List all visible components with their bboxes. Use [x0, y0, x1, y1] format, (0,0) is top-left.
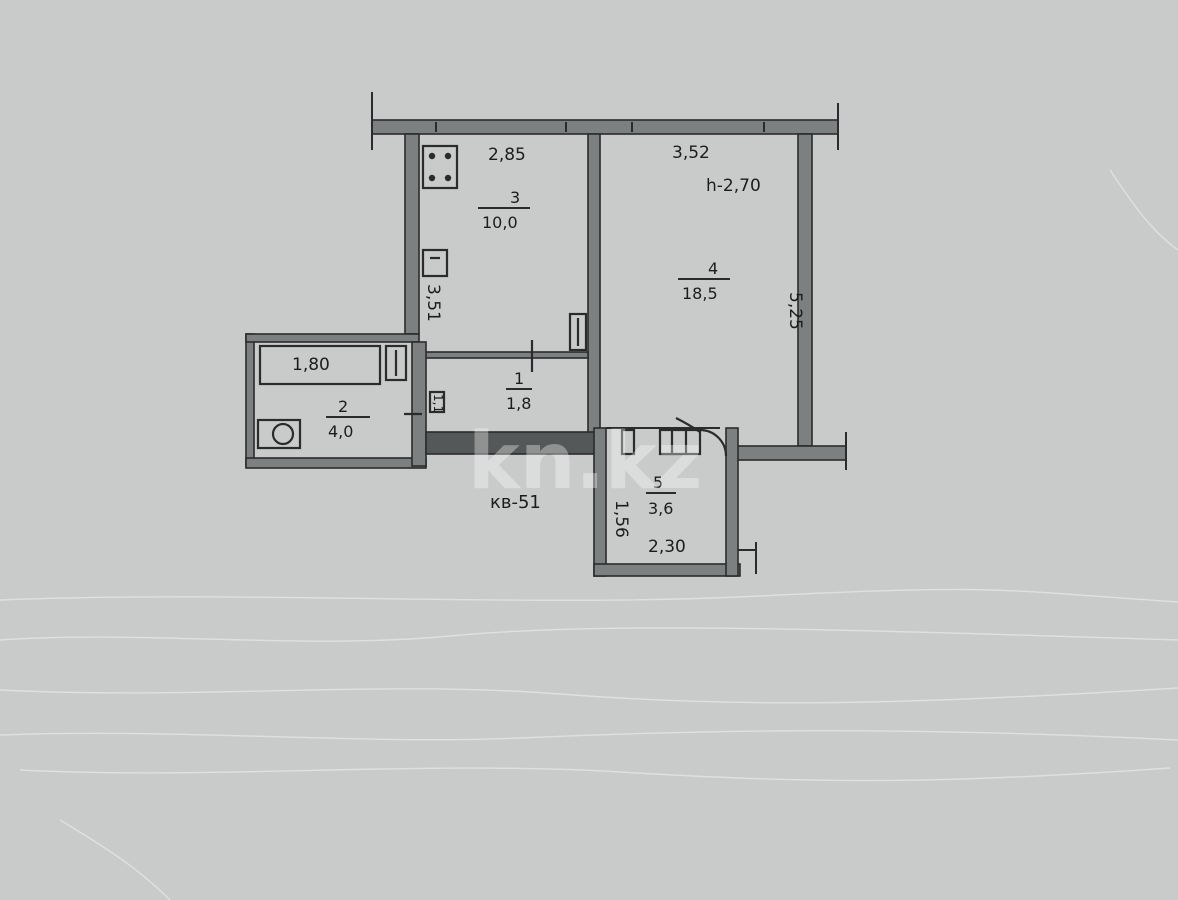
bath-hall-wall — [411, 341, 427, 467]
washbasin-icon — [271, 422, 295, 446]
burner-icon — [428, 152, 436, 160]
balcony-right-wall — [725, 427, 739, 577]
room-2-area: 4,0 — [328, 422, 353, 441]
toilet-width-label: 1,1 — [431, 394, 445, 413]
door-leaf-icon — [620, 428, 636, 456]
burner-icon — [444, 174, 452, 182]
bath-top-wall — [245, 333, 420, 343]
room-labels: 3 10,0 4 18,5 1 1,8 2 4,0 5 3,6 кв-51 — [326, 188, 730, 518]
room-bottom-wall — [735, 445, 847, 461]
paper-creases — [0, 169, 1178, 900]
watermark-logo: kn.kz — [468, 417, 702, 507]
room-right-wall — [797, 133, 813, 447]
burner-icon — [444, 152, 452, 160]
stove-icon — [421, 144, 459, 190]
room-length-label: 5,25 — [785, 292, 805, 330]
room-5-number: 5 — [653, 473, 663, 492]
balcony-door-icon — [658, 428, 702, 456]
walls — [245, 92, 847, 577]
ceiling-height-label: h-2,70 — [706, 176, 761, 196]
room-3-number: 3 — [510, 188, 520, 207]
room-1-number: 1 — [514, 369, 524, 388]
room-4-area: 18,5 — [682, 284, 718, 303]
room-1-area: 1,8 — [506, 394, 531, 413]
kitchen-hall-partition — [418, 351, 589, 359]
bath-bottom-wall — [245, 457, 427, 469]
room-5-area: 3,6 — [648, 499, 673, 518]
bath-left-wall — [245, 333, 255, 467]
bath-length-label: 1,80 — [292, 355, 330, 375]
bathtub-icon — [258, 344, 382, 386]
kitchen-length-label: 3,51 — [423, 284, 443, 322]
apartment-label: кв-51 — [490, 492, 541, 513]
washbasin-icon — [256, 418, 302, 450]
balcony-length-label: 2,30 — [648, 537, 686, 557]
kitchen-width-label: 2,85 — [488, 145, 526, 165]
room-2-number: 2 — [338, 397, 348, 416]
dimension-labels: 2,85 3,52 h-2,70 5,25 3,51 1,80 2,30 1,5… — [292, 143, 805, 557]
burner-icon — [428, 174, 436, 182]
room-3-area: 10,0 — [482, 213, 518, 232]
room-width-label: 3,52 — [672, 143, 710, 163]
door-swing-icon — [675, 417, 701, 433]
radiator-icon — [568, 312, 588, 352]
kitchen-room-partition — [587, 133, 601, 445]
fixtures — [256, 144, 728, 457]
towel-rail-icon — [384, 344, 408, 382]
door-swing-icon — [699, 428, 728, 457]
toilet-icon — [428, 390, 446, 414]
kitchen-sink-icon — [421, 248, 449, 278]
top-facade-wall — [371, 119, 839, 135]
kitchen-left-wall — [404, 133, 420, 335]
balcony-bottom-wall — [593, 563, 741, 577]
room-4-number: 4 — [708, 259, 718, 278]
balcony-depth-label: 1,56 — [611, 500, 631, 538]
